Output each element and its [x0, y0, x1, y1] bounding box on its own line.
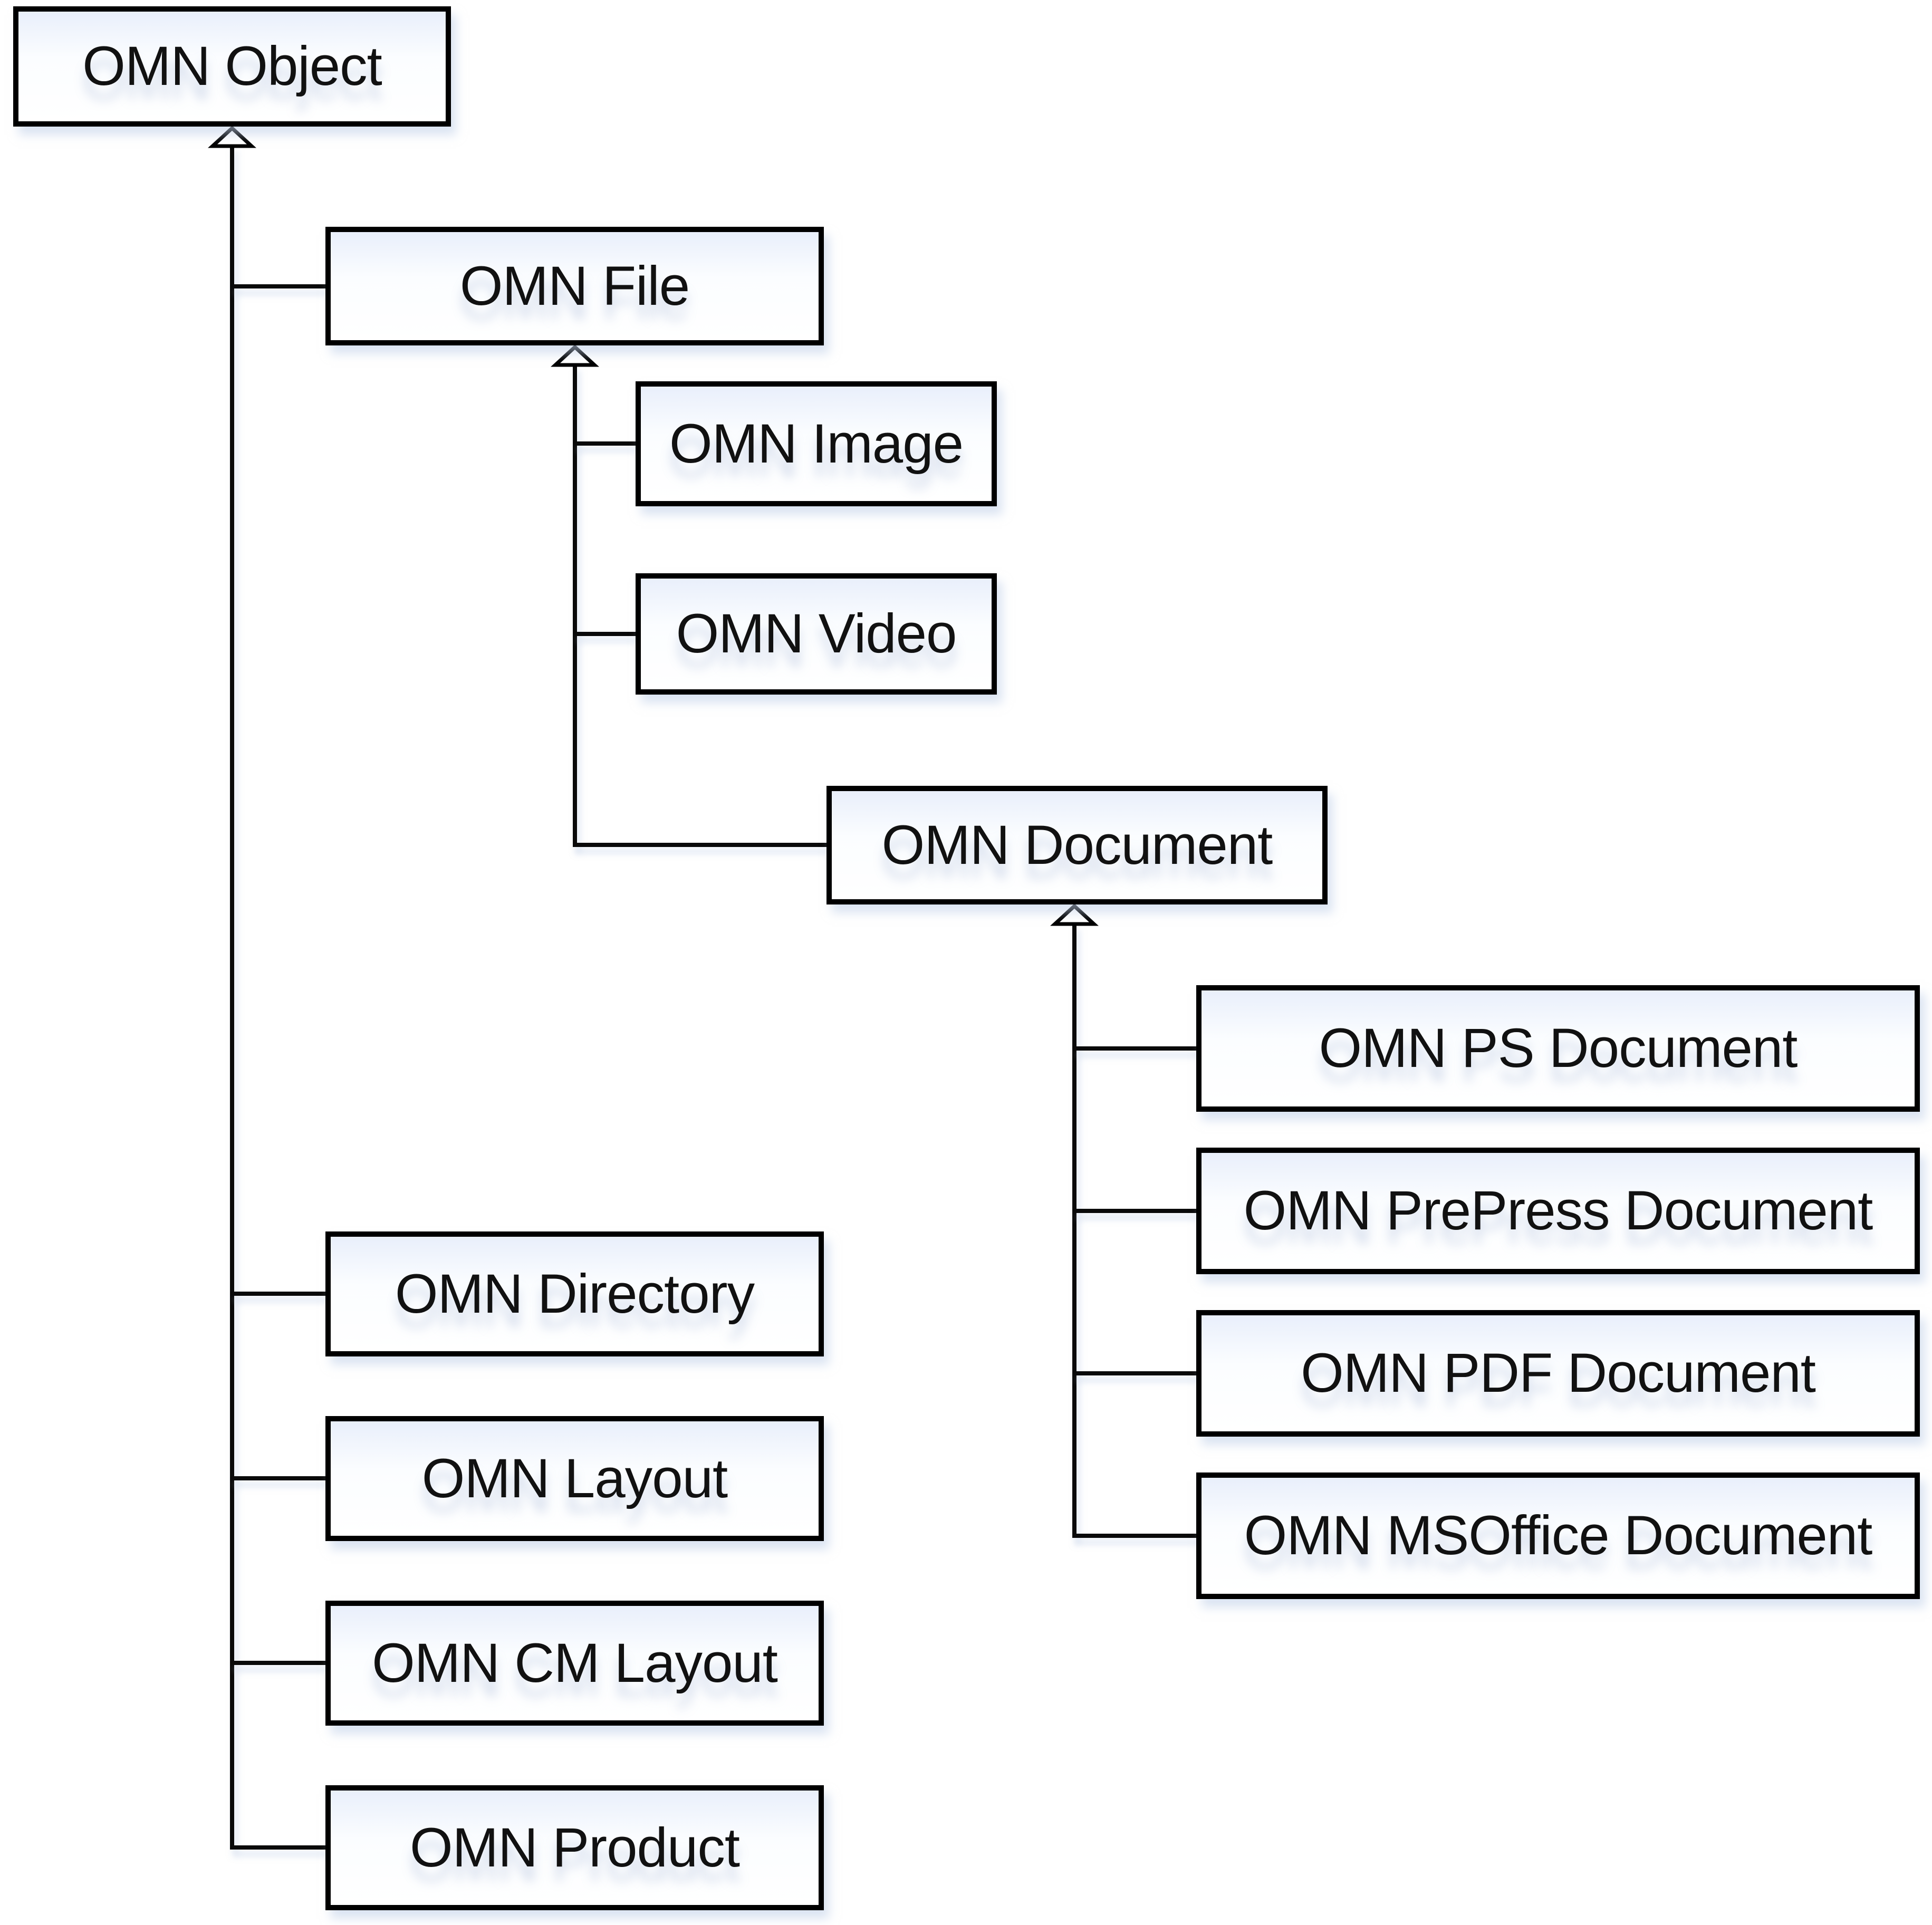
node-label: OMN Document: [881, 814, 1273, 876]
connector-branch-prepress: [1074, 1209, 1196, 1213]
node-omn-prepress-document: OMN PrePress Document: [1196, 1148, 1920, 1274]
node-omn-pdf-document: OMN PDF Document: [1196, 1310, 1920, 1437]
connector-branch-cm-layout: [232, 1661, 325, 1665]
connector-branch-file: [232, 284, 325, 288]
inheritance-arrow-icon: [551, 344, 599, 367]
node-label: OMN Image: [669, 412, 964, 475]
connector-branch-document: [573, 843, 826, 847]
connector-branch-layout: [232, 1476, 325, 1480]
connector-object-trunk: [230, 145, 234, 1850]
node-omn-object: OMN Object: [13, 6, 451, 127]
node-label: OMN PS Document: [1319, 1017, 1798, 1079]
node-omn-product: OMN Product: [325, 1785, 824, 1910]
node-label: OMN MSOffice Document: [1244, 1505, 1873, 1566]
connector-branch-ps: [1074, 1046, 1196, 1051]
connector-branch-image: [575, 441, 636, 446]
node-omn-video: OMN Video: [636, 573, 997, 695]
node-label: OMN Object: [82, 35, 382, 97]
connector-document-trunk: [1072, 923, 1076, 1538]
node-omn-layout: OMN Layout: [325, 1416, 824, 1541]
connector-branch-video: [575, 632, 636, 636]
node-omn-file: OMN File: [325, 227, 824, 345]
connector-branch-msoffice: [1072, 1534, 1196, 1538]
node-label: OMN Directory: [395, 1263, 755, 1325]
node-label: OMN PDF Document: [1301, 1342, 1816, 1404]
connector-file-trunk: [573, 364, 577, 847]
connector-branch-directory: [232, 1292, 325, 1296]
node-omn-msoffice-document: OMN MSOffice Document: [1196, 1472, 1920, 1599]
connector-branch-product: [232, 1845, 325, 1850]
node-omn-document: OMN Document: [826, 786, 1328, 904]
node-label: OMN Product: [410, 1816, 740, 1879]
node-label: OMN CM Layout: [372, 1632, 778, 1694]
node-label: OMN Video: [676, 603, 957, 665]
connector-branch-pdf: [1074, 1371, 1196, 1375]
node-omn-directory: OMN Directory: [325, 1231, 824, 1356]
node-label: OMN PrePress Document: [1243, 1180, 1873, 1241]
node-label: OMN Layout: [421, 1447, 728, 1509]
node-omn-cm-layout: OMN CM Layout: [325, 1601, 824, 1726]
inheritance-arrow-icon: [1050, 903, 1099, 926]
node-omn-ps-document: OMN PS Document: [1196, 985, 1920, 1112]
inheritance-arrow-icon: [208, 126, 256, 148]
node-label: OMN File: [459, 255, 690, 317]
node-omn-image: OMN Image: [636, 381, 997, 506]
